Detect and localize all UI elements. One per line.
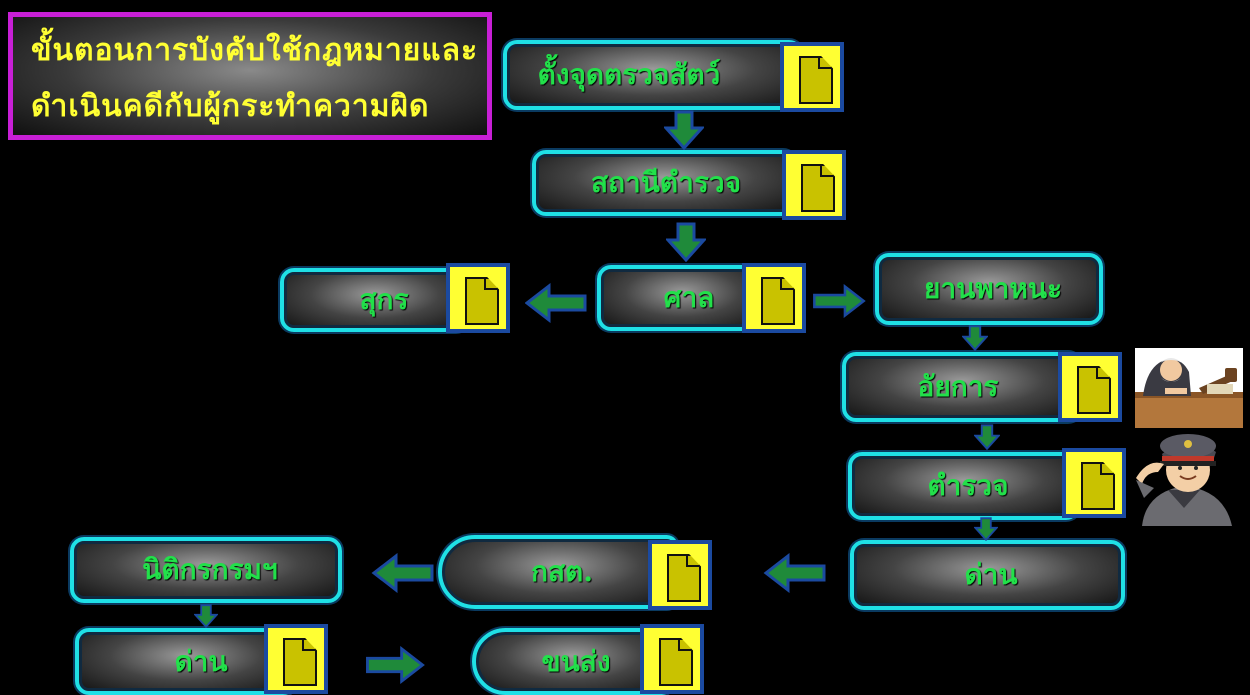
arrow-down-icon [664, 110, 704, 150]
judge-clipart-icon [1135, 348, 1243, 428]
arrow-down-icon [974, 517, 998, 541]
node-pig: สุกร [280, 268, 470, 332]
node-vehicle: ยานพาหนะ [875, 253, 1103, 325]
arrow-left-icon [525, 283, 587, 323]
arrow-down-icon [974, 424, 1000, 450]
arrow-down-icon [962, 325, 988, 351]
document-icon [1058, 352, 1122, 422]
document-icon [446, 263, 510, 333]
node-police-label: ตำรวจ [927, 464, 1008, 508]
document-icon [648, 540, 712, 610]
node-transport-label: ขนส่ง [541, 640, 610, 684]
node-checkpoint-right: ด่าน [850, 540, 1125, 610]
node-station: สถานีตำรวจ [532, 150, 797, 216]
node-checkpoint: ตั้งจุดตรวจสัตว์ [503, 40, 803, 110]
node-station-label: สถานีตำรวจ [591, 161, 741, 205]
node-legal: นิติกรกรมฯ [70, 537, 342, 603]
arrow-left-icon [762, 553, 828, 593]
document-icon [780, 42, 844, 112]
police-officer-clipart-icon [1128, 428, 1246, 526]
arrow-down-icon [666, 222, 706, 262]
arrow-left-icon [370, 553, 436, 593]
node-legal-label: นิติกรกรมฯ [142, 548, 278, 592]
node-pig-label: สุกร [359, 278, 408, 322]
node-vehicle-label: ยานพาหนะ [924, 267, 1062, 311]
diagram-title-box: ขั้นตอนการบังคับใช้กฎหมายและ ดำเนินคดีกั… [8, 12, 492, 140]
node-prosecutor-label: อัยการ [918, 365, 999, 409]
node-prosecutor: อัยการ [842, 352, 1082, 422]
title-line-1: ขั้นตอนการบังคับใช้กฎหมายและ [31, 27, 478, 74]
title-line-2: ดำเนินคดีกับผู้กระทำความผิด [31, 83, 430, 130]
document-icon [264, 624, 328, 694]
node-dld: กสต. [438, 535, 678, 609]
node-police: ตำรวจ [848, 452, 1080, 520]
document-icon [640, 624, 704, 694]
node-dld-label: กสต. [531, 550, 593, 594]
arrow-right-icon [362, 646, 428, 684]
node-checkpoint-label: ตั้งจุดตรวจสัตว์ [538, 53, 721, 97]
node-checkpoint-left-label: ด่าน [174, 640, 227, 684]
document-icon [782, 150, 846, 220]
node-checkpoint-right-label: ด่าน [964, 553, 1017, 597]
document-icon [1062, 448, 1126, 518]
node-court-label: ศาล [664, 276, 715, 320]
document-icon [742, 263, 806, 333]
arrow-down-icon [194, 604, 218, 628]
arrow-right-icon [812, 284, 866, 318]
